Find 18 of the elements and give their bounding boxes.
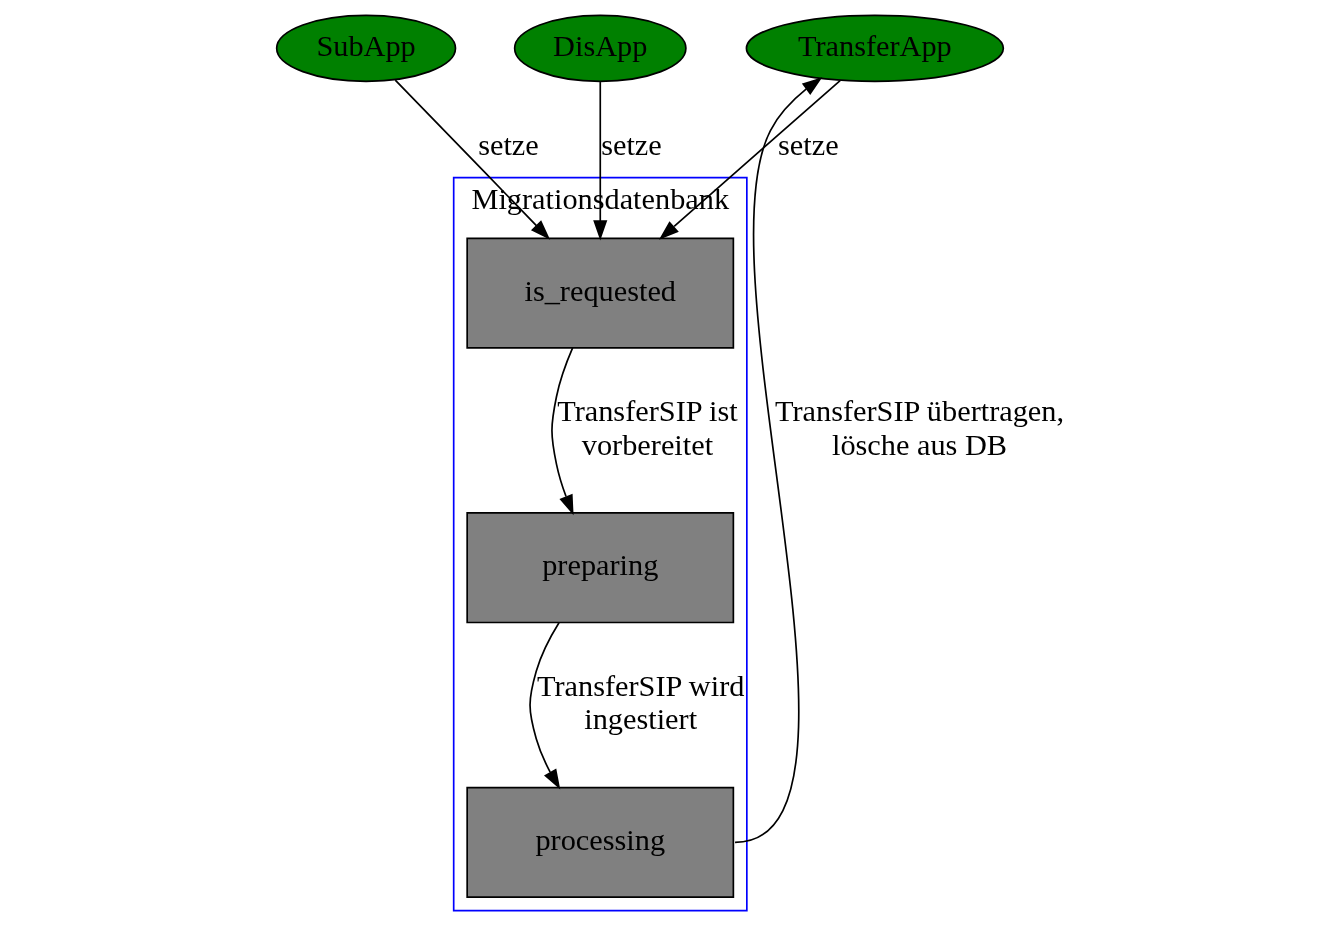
arrow bbox=[592, 81, 607, 241]
node-box: processing bbox=[465, 786, 734, 898]
node-ellipse: TransferApp bbox=[745, 14, 1004, 83]
edge-label: TransferSIP ist vorbereitet bbox=[556, 393, 738, 462]
edge-label: TransferSIP wird ingestiert bbox=[536, 668, 744, 737]
node-box: preparing bbox=[465, 512, 734, 624]
node-box: is_requested bbox=[465, 237, 734, 349]
arrow bbox=[393, 79, 550, 240]
edge-label: TransferSIP übertragen, lösche aus DB bbox=[774, 393, 1064, 462]
node-ellipse: DisApp bbox=[513, 14, 687, 83]
edge-label: setze bbox=[600, 127, 662, 162]
arrow bbox=[733, 77, 822, 844]
edge-label: setze bbox=[477, 127, 539, 162]
arrow bbox=[528, 621, 560, 790]
arrow bbox=[550, 347, 574, 516]
edge-label: setze bbox=[777, 127, 839, 162]
node-ellipse: SubApp bbox=[275, 14, 456, 83]
arrow bbox=[658, 79, 841, 240]
